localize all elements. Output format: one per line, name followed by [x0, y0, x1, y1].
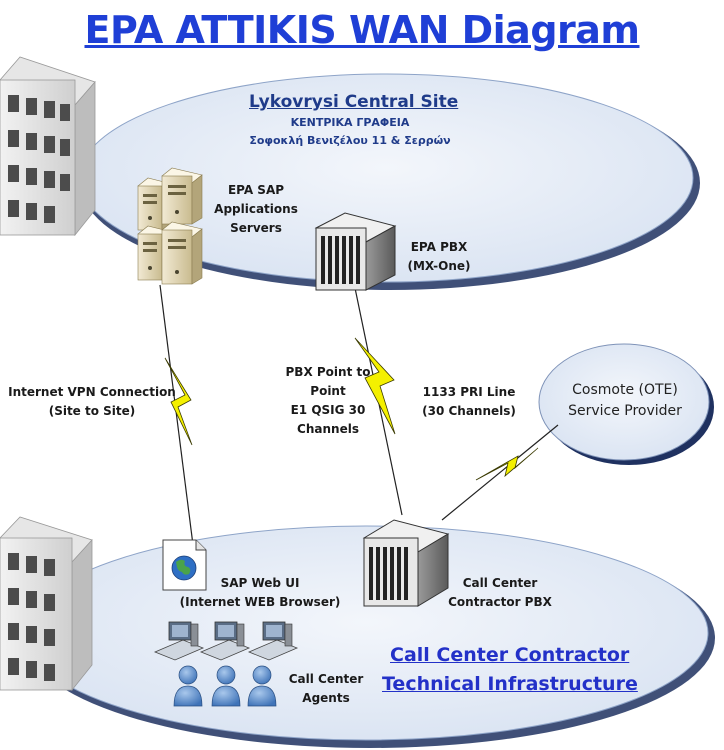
diagram-title: EPA ATTIKIS WAN Diagram: [84, 8, 641, 52]
epa-pbx-label: EPA PBX (MX-One): [407, 240, 471, 273]
sap-web-ui-label: SAP Web UI (Internet WEB Browser): [179, 576, 341, 609]
pri-lightning-icon: [475, 447, 539, 481]
workstations-icon: [153, 621, 299, 661]
web-page-icon: [162, 539, 207, 591]
vpn-link-label: Internet VPN Connection (Site to Site): [8, 385, 176, 418]
agents-label: Call Center Agents: [288, 672, 364, 705]
epa-pbx-icon: [314, 212, 397, 291]
pri-link-label: 1133 PRI Line (30 Channels): [422, 385, 516, 418]
provider-label: Cosmote (OTE) Service Provider: [568, 382, 682, 419]
vpn-link-line: [159, 284, 194, 546]
call-center-building-icon: [0, 516, 93, 692]
pri-link-line: [441, 424, 559, 521]
central-site-subtitle: ΚΕΝΤΡΙΚΑ ΓΡΑΦΕΙΑ: [290, 116, 410, 129]
central-site-address: Σοφοκλή Βενιζέλου 11 & Σερρών: [249, 134, 451, 147]
sap-servers-label: EPA SAP Applications Servers: [214, 183, 298, 235]
call-center-site-name-line1: Call Center Contractor: [390, 644, 630, 666]
agents-icon: [173, 665, 277, 707]
cc-pbx-label: Call Center Contractor PBX: [448, 576, 552, 609]
provider-ellipse: [538, 343, 710, 461]
pbx-p2p-link-label: PBX Point to Point E1 QSIG 30 Channels: [285, 365, 371, 436]
cc-pbx-icon: [362, 519, 450, 607]
central-site-name: Lykovrysi Central Site: [249, 92, 459, 112]
call-center-site-name-line2: Technical Infrastructure: [382, 673, 638, 695]
central-building-icon: [0, 56, 96, 237]
sap-servers-icon: [137, 167, 203, 285]
vpn-lightning-icon: [164, 357, 193, 446]
pbx-lightning-icon: [354, 337, 396, 435]
